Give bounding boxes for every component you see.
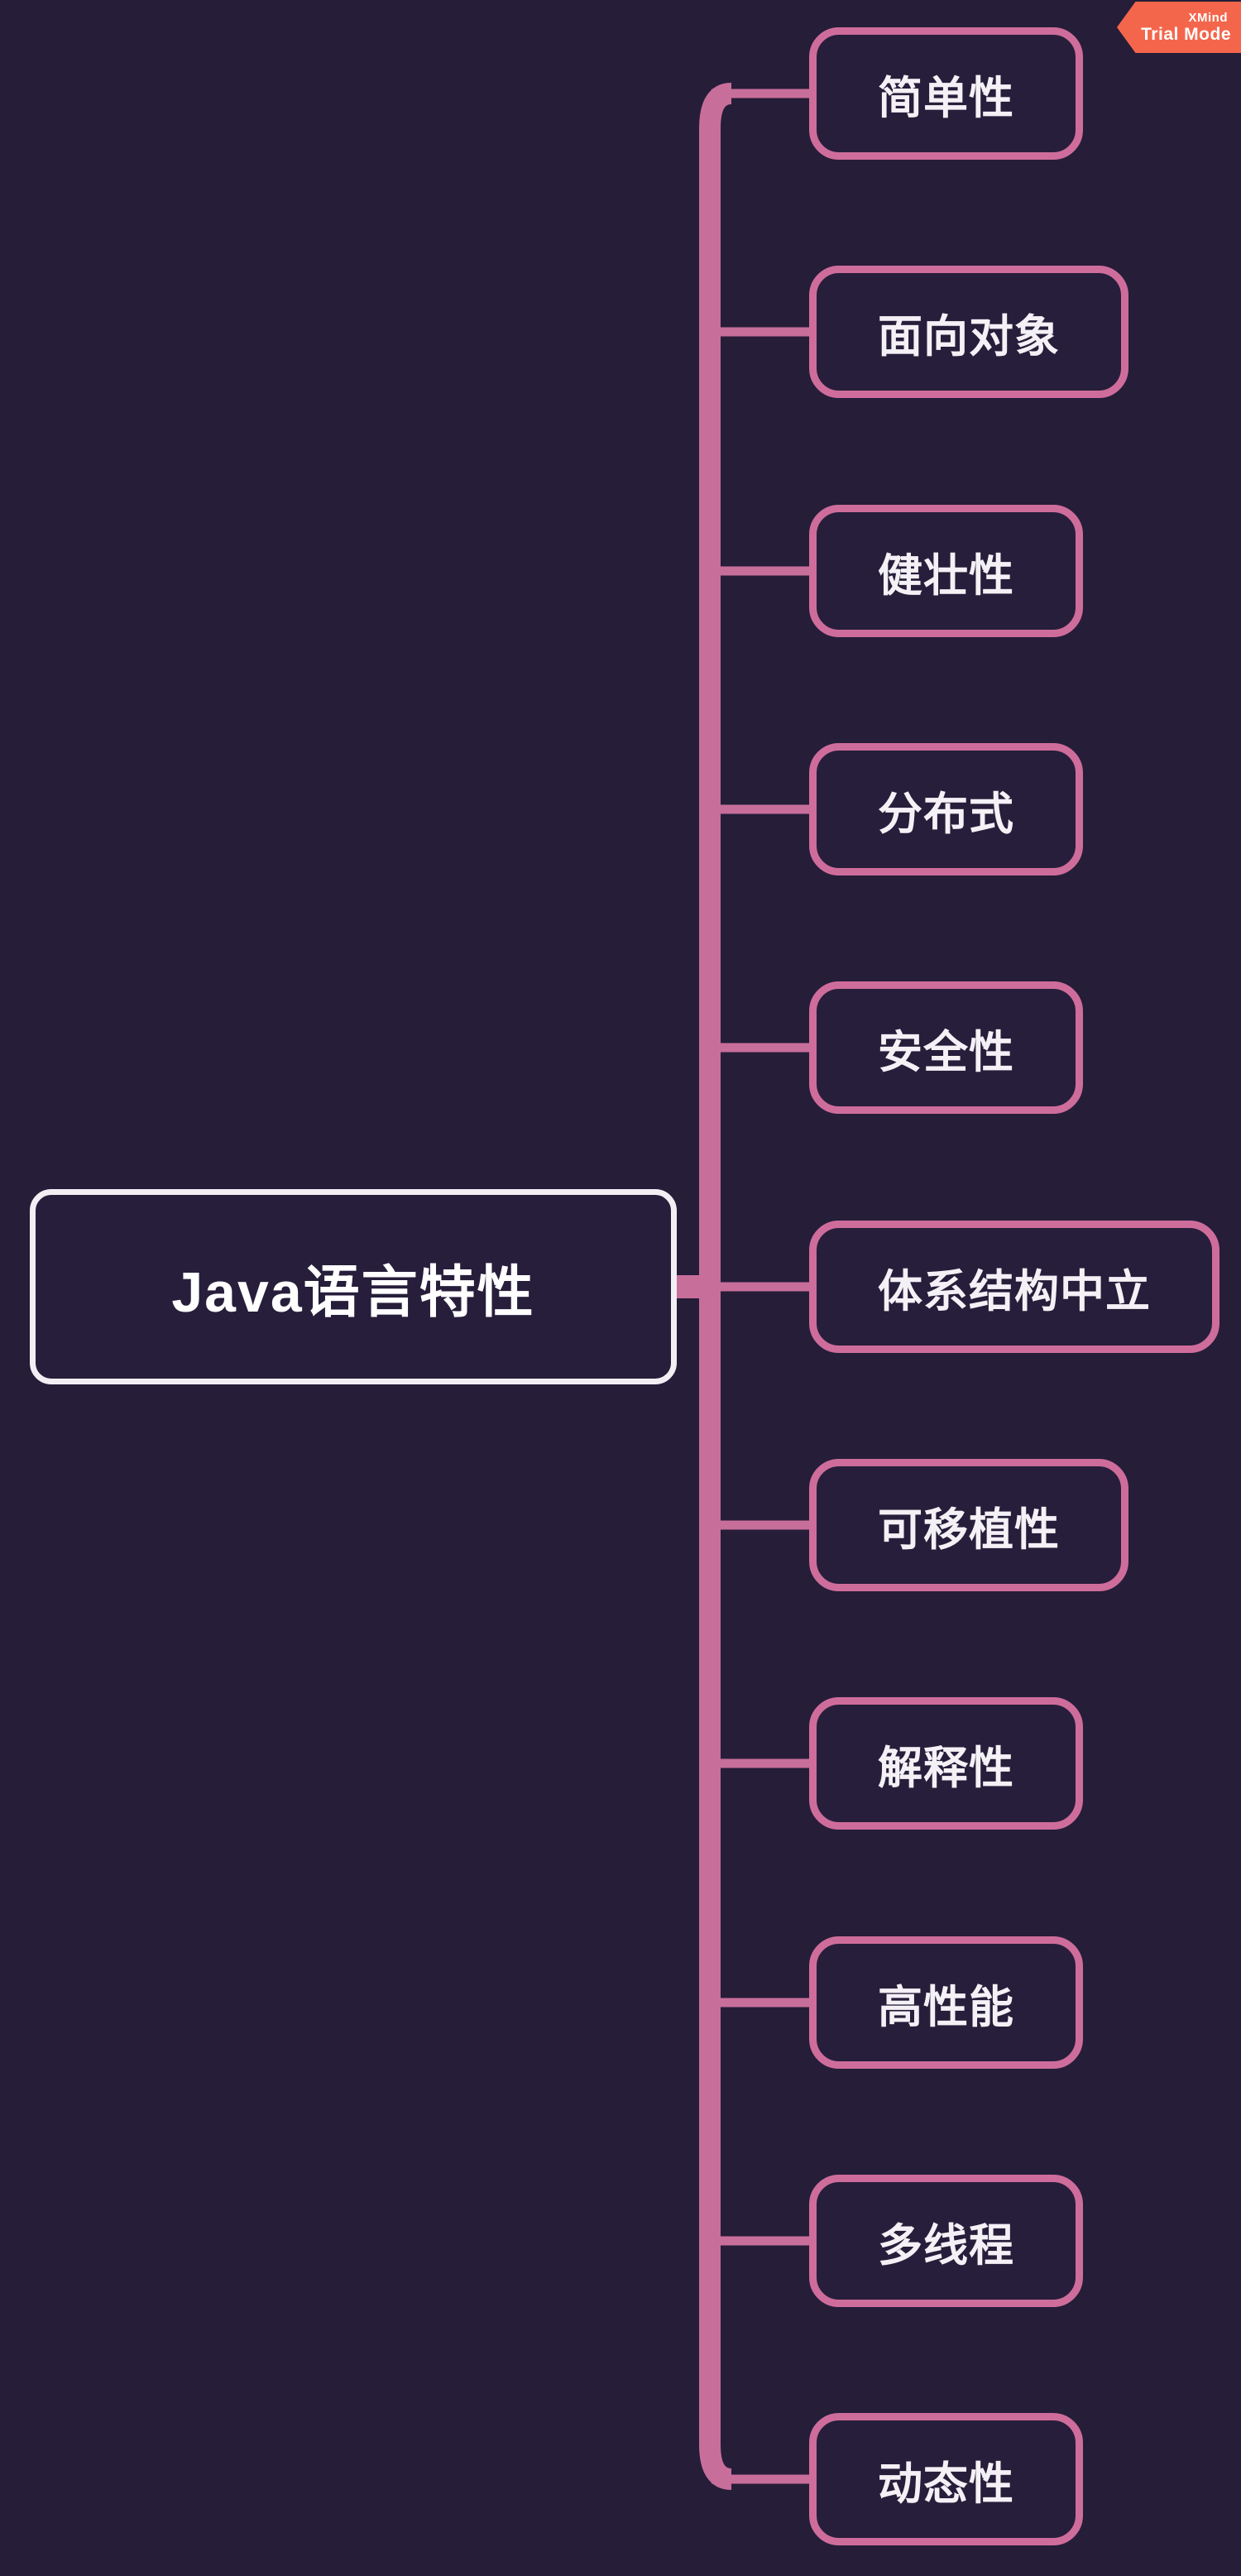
branch-topic-9[interactable]: 高性能 [809,1936,1083,2069]
branch-topic-2[interactable]: 面向对象 [809,266,1128,398]
branch-topic-6[interactable]: 体系结构中立 [809,1221,1219,1353]
branch-topic-8[interactable]: 解释性 [809,1697,1083,1830]
branch-topic-5[interactable]: 安全性 [809,981,1083,1114]
trial-mode-badge[interactable]: XMind Trial Mode [1117,2,1241,53]
branch-topic-3[interactable]: 健壮性 [809,505,1083,637]
branch-topic-10[interactable]: 多线程 [809,2175,1083,2307]
trial-badge-app-name: XMind [1188,10,1228,25]
root-topic[interactable]: Java语言特性 [30,1189,677,1384]
branch-topic-11[interactable]: 动态性 [809,2413,1083,2545]
branch-topic-7[interactable]: 可移植性 [809,1459,1128,1591]
branch-topic-4[interactable]: 分布式 [809,743,1083,875]
branch-topic-1[interactable]: 简单性 [809,27,1083,160]
trial-badge-mode-label: Trial Mode [1141,24,1231,44]
